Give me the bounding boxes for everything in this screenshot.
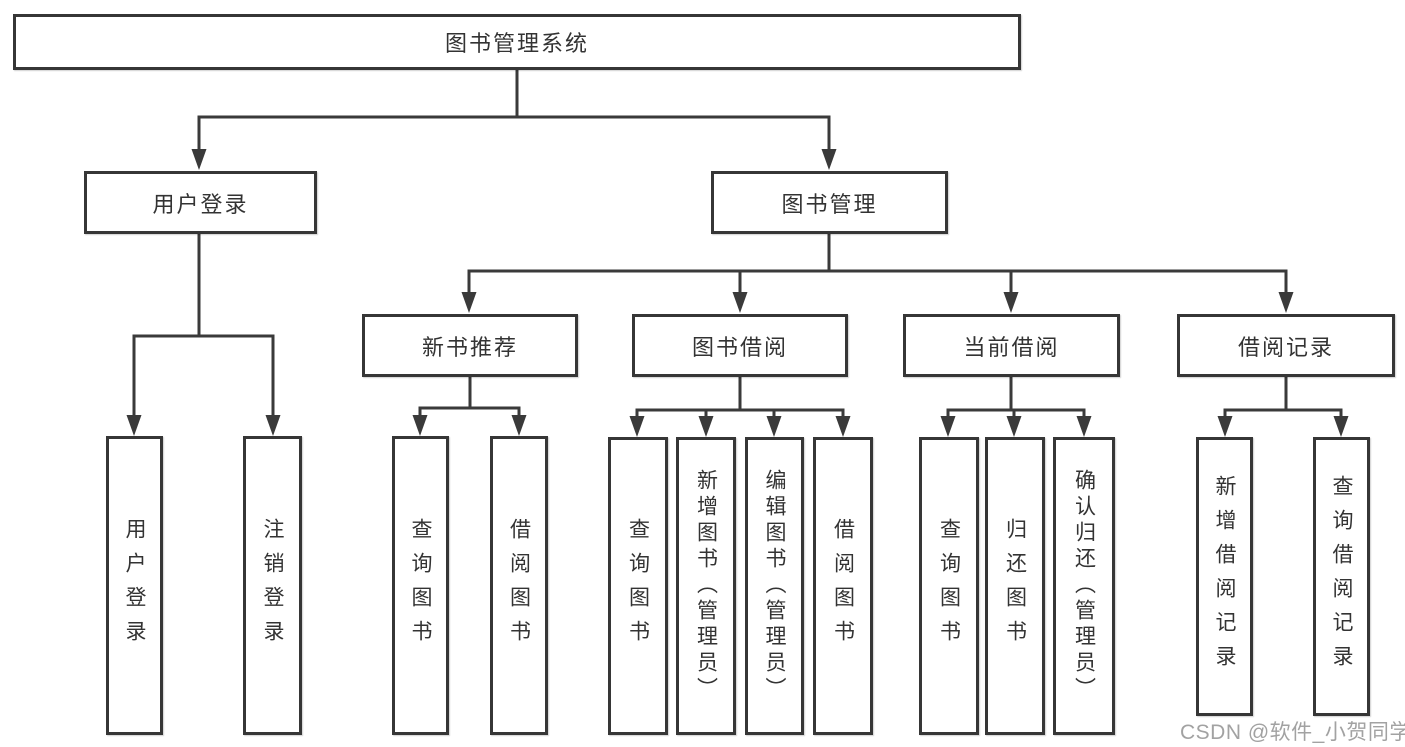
node-root: 图书管理系统: [13, 14, 1021, 70]
node-book-borrow-label: 图书借阅: [691, 334, 788, 360]
leaf-add-books-admin-label: 新增图书（管理员）: [694, 469, 718, 703]
leaf-query-books-recommend-label: 查询图书: [409, 517, 432, 654]
leaf-user-login-label: 用户登录: [123, 517, 146, 654]
leaf-borrow-books-recommend-label: 借阅图书: [507, 517, 531, 654]
node-current-borrow: 当前借阅: [903, 314, 1120, 377]
connector-borrowrecord-to-leaves: [1217, 377, 1349, 437]
connector-userlogin-to-leaves: [126, 234, 281, 436]
leaf-edit-books-admin: 编辑图书（管理员）: [745, 437, 804, 735]
leaf-borrow-books: 借阅图书: [813, 437, 873, 735]
leaf-query-borrow-record: 查询借阅记录: [1313, 437, 1370, 716]
node-user-login: 用户登录: [84, 171, 317, 234]
leaf-query-books-current-label: 查询图书: [937, 518, 961, 654]
leaf-query-borrow-record-label: 查询借阅记录: [1330, 474, 1353, 679]
leaf-logout-login: 注销登录: [243, 436, 302, 735]
leaf-return-books: 归还图书: [985, 437, 1045, 735]
node-root-label: 图书管理系统: [444, 31, 589, 56]
watermark: CSDN @软件_小贺同学: [1180, 721, 1405, 744]
leaf-return-books-label: 归还图书: [1003, 518, 1027, 654]
leaf-edit-books-admin-label: 编辑图书（管理员）: [763, 469, 786, 703]
leaf-logout-login-label: 注销登录: [261, 517, 284, 654]
leaf-user-login: 用户登录: [106, 436, 163, 735]
node-book-borrow: 图书借阅: [632, 314, 848, 377]
leaf-query-books-borrow: 查询图书: [608, 437, 668, 735]
node-book-management: 图书管理: [711, 171, 948, 234]
connector-root-to-level2: [191, 70, 837, 170]
leaf-borrow-books-label: 借阅图书: [831, 518, 855, 654]
node-book-management-label: 图书管理: [781, 191, 878, 217]
leaf-confirm-return-admin: 确认归还（管理员）: [1053, 437, 1115, 735]
leaf-query-books-current: 查询图书: [919, 437, 979, 735]
connector-bookmgmt-to-level3: [461, 234, 1294, 313]
connector-currentborrow-to-leaves: [940, 377, 1092, 437]
leaf-add-books-admin: 新增图书（管理员）: [676, 437, 736, 735]
leaf-borrow-books-recommend: 借阅图书: [490, 436, 548, 735]
leaf-query-books-recommend: 查询图书: [392, 436, 449, 735]
leaf-add-borrow-record: 新增借阅记录: [1196, 437, 1253, 716]
node-borrow-records-label: 借阅记录: [1237, 334, 1334, 360]
leaf-add-borrow-record-label: 新增借阅记录: [1213, 474, 1236, 679]
connector-bookborrow-to-leaves: [629, 377, 851, 437]
node-user-login-label: 用户登录: [152, 191, 249, 217]
node-new-book-recommend: 新书推荐: [362, 314, 578, 377]
leaf-confirm-return-admin-label: 确认归还（管理员）: [1072, 469, 1096, 703]
node-borrow-records: 借阅记录: [1177, 314, 1395, 377]
node-current-borrow-label: 当前借阅: [963, 334, 1060, 360]
leaf-query-books-borrow-label: 查询图书: [626, 518, 650, 654]
connector-newbook-to-leaves: [412, 377, 527, 436]
node-new-book-recommend-label: 新书推荐: [421, 334, 518, 360]
